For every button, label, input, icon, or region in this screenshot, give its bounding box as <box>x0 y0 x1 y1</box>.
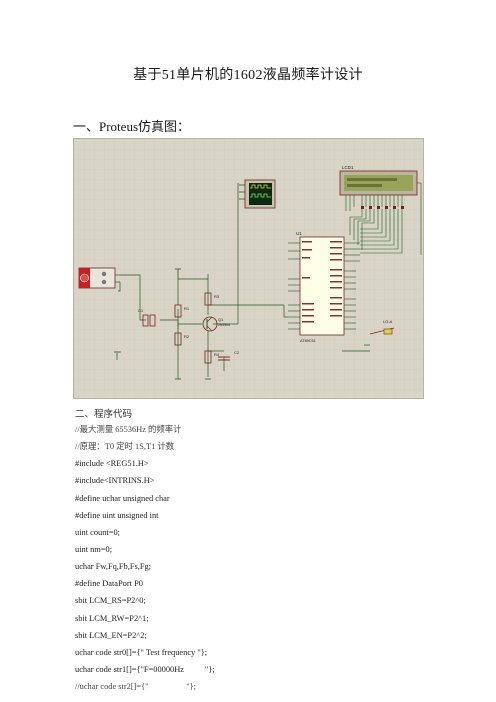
logic-probe: LO-A <box>369 319 395 335</box>
signal-generator <box>78 267 120 289</box>
r4-label: R4 <box>214 352 220 357</box>
c1-label: C1 <box>138 308 144 313</box>
capacitor-c2: C2 <box>218 350 240 361</box>
r2-label: R2 <box>184 334 190 339</box>
probe-label: LO-A <box>383 319 393 324</box>
code-line: #include <REG51.H> <box>75 459 149 469</box>
code-line: uint count=0; <box>75 527 120 537</box>
r3-label: R3 <box>214 294 220 299</box>
q1-part: 2N3904 <box>218 323 230 327</box>
code-line: sbit LCM_EN=P2^2; <box>75 630 147 640</box>
resistor-r3 <box>204 292 212 306</box>
lcd-1602: LCD1 <box>339 165 418 209</box>
code-line: uchar Fw,Fq,Fb,Fs,Fg; <box>75 562 152 572</box>
section-heading-code: 二、程序代码 <box>75 410 133 420</box>
mcu-label: U1 <box>296 231 302 236</box>
c2-label: C2 <box>234 350 240 355</box>
code-line: uchar code str0[]={" Test frequency "}; <box>75 647 208 657</box>
lcd-label: LCD1 <box>342 165 354 170</box>
section-heading-simulation: 一、Proteus仿真图： <box>73 119 191 134</box>
code-line: #define uchar unsigned char <box>75 493 170 503</box>
code-line: #define DataPort P0 <box>75 579 143 589</box>
code-line: #define uint unsigned int <box>75 510 159 520</box>
code-block: //最大测量 65536Hz 的频率计 //原理：T0 定时 1S,T1 计数 … <box>75 421 215 695</box>
mcu-at89c51: U1 <box>288 231 360 343</box>
code-line: sbit LCM_RS=P2^0; <box>75 596 146 606</box>
code-line: //最大测量 65536Hz 的频率计 <box>75 425 182 434</box>
oscilloscope <box>239 179 276 209</box>
code-line: uchar code str1[]={"F=00000Hz "}; <box>75 664 215 674</box>
code-line: //uchar code str2[]={" "}; <box>75 682 197 692</box>
resistor-r4 <box>204 350 212 364</box>
proteus-schematic-image: LCD1 <box>73 138 424 399</box>
code-line: #include<INTRINS.H> <box>75 476 155 486</box>
mcu-part: AT89C51 <box>300 339 316 343</box>
code-line: //原理：T0 定时 1S,T1 计数 <box>75 442 175 452</box>
q1-label: Q1 <box>218 317 224 322</box>
code-line: sbit LCM_RW=P2^1; <box>75 613 149 623</box>
code-line: uint nm=0; <box>75 544 113 554</box>
capacitor-c1: C1 <box>138 308 156 327</box>
resistor-r1 <box>174 304 182 318</box>
document-title: 基于51单片机的1602液晶频率计设计 <box>133 68 363 83</box>
transistor-q1: Q1 2N3904 <box>202 316 230 332</box>
resistor-r2 <box>174 332 182 346</box>
r1-label: R1 <box>184 306 190 311</box>
